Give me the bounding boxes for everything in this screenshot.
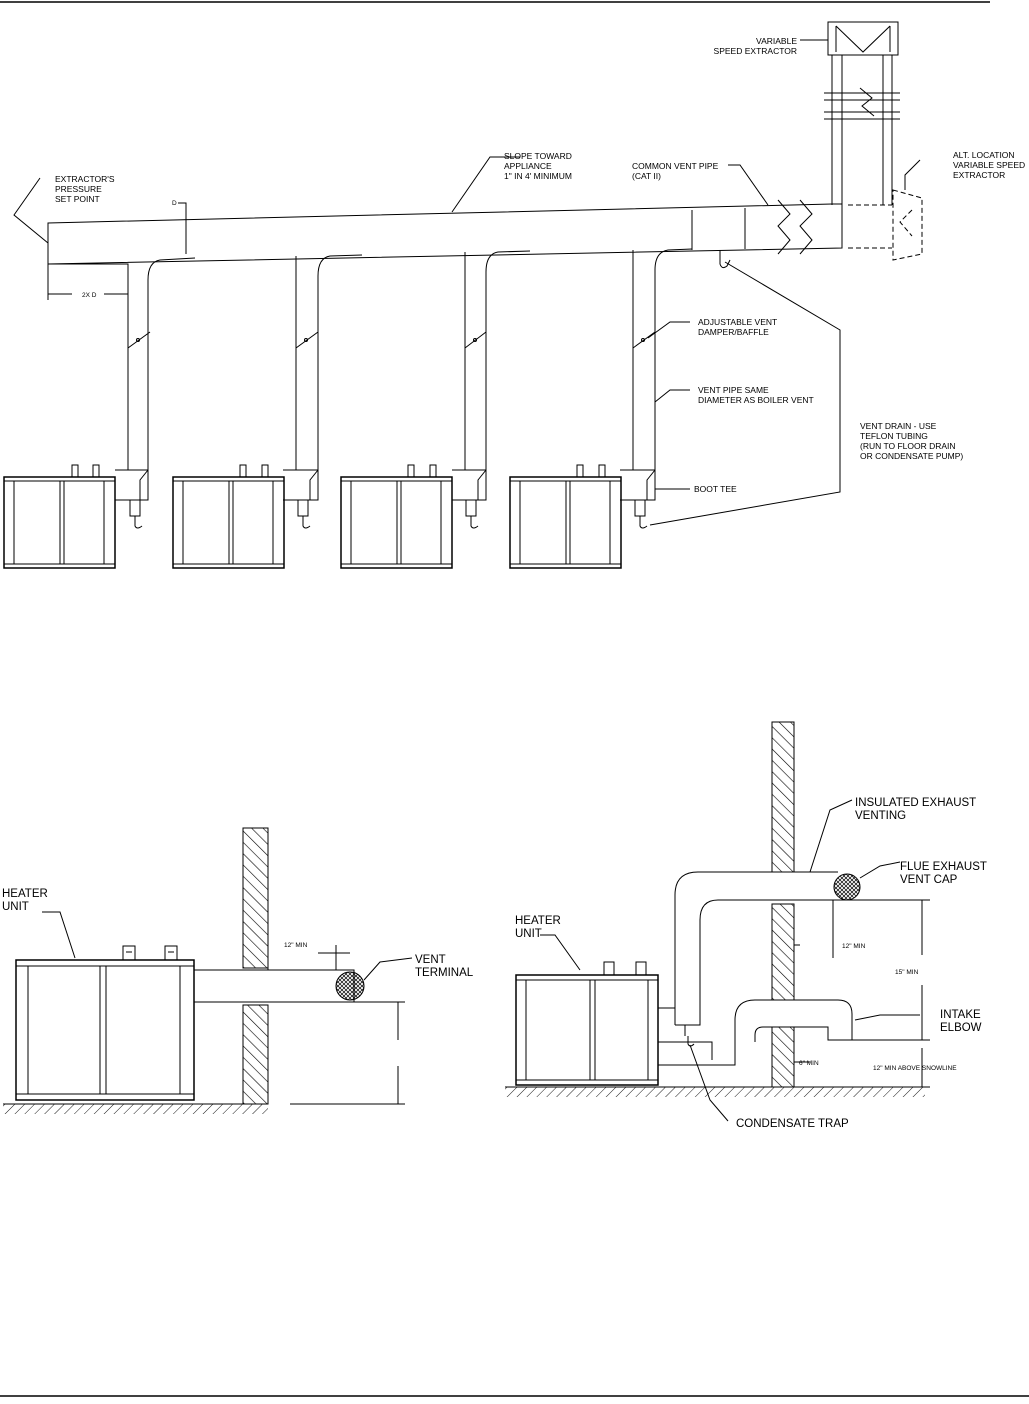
common-vent-pipe: [47, 199, 843, 265]
condensate-trap-label: CONDENSATE TRAP: [736, 1118, 849, 1130]
intake-pipe: [658, 999, 853, 1066]
heater-unit-4: [509, 464, 622, 569]
heater-unit-right: [515, 961, 659, 1086]
label-line: VARIABLE: [756, 36, 797, 46]
wall-upper-right: [771, 721, 795, 873]
heater-unit-3: [340, 464, 453, 569]
horizontal-vent-diagram: [3, 827, 413, 1114]
label-line: (CAT II): [632, 171, 661, 181]
label-line: VARIABLE SPEED: [953, 160, 1025, 170]
label-line: ADJUSTABLE VENT: [698, 317, 777, 327]
heater-unit-1: [3, 464, 116, 569]
ground-hatch: [3, 1104, 268, 1114]
insulated-exhaust-pipe: [674, 871, 838, 1025]
label-line: FLUE EXHAUST: [900, 861, 987, 873]
wall-upper: [242, 827, 269, 969]
label-line: DAMPER/BAFFLE: [698, 327, 769, 337]
wall-lower: [242, 1004, 269, 1105]
appliance-vent-3: [464, 250, 531, 500]
label-line: OR CONDENSATE PUMP): [860, 451, 963, 461]
six-min-label: 6" MIN: [799, 1060, 819, 1067]
vent-terminal-icon: [335, 971, 365, 1001]
vent-drain-trap-icon: [719, 250, 731, 269]
label-line: PRESSURE: [55, 184, 102, 194]
label-line: EXTRACTOR'S: [55, 174, 115, 184]
alt-extractor-icon: [848, 189, 923, 261]
label-line: VENT PIPE SAME: [698, 385, 769, 395]
flue-vent-cap-icon: [833, 873, 861, 901]
label-line: SLOPE TOWARD: [504, 151, 572, 161]
label-line: 1" IN 4' MINIMUM: [504, 171, 572, 181]
through-wall-vent-diagram: [505, 721, 930, 1122]
label-line: ELBOW: [940, 1022, 982, 1034]
label-line: INSULATED EXHAUST: [855, 797, 976, 809]
label-line: EXTRACTOR: [953, 170, 1005, 180]
appliance-vent-2: [295, 254, 363, 500]
fifteen-min-label: 15" MIN: [895, 969, 919, 976]
label-line: (RUN TO FLOOR DRAIN: [860, 441, 956, 451]
boot-tee-label: BOOT TEE: [694, 484, 737, 494]
common-vent-label: COMMON VENT PIPE(CAT II): [632, 161, 719, 181]
label-line: VENT DRAIN - USE: [860, 421, 937, 431]
vent-pipe-left: [193, 969, 355, 1003]
label-line: UNIT: [2, 901, 29, 913]
diameter-mark: D: [172, 200, 177, 207]
label-line: HEATER: [2, 888, 48, 900]
label-line: SPEED EXTRACTOR: [714, 46, 797, 56]
heater-units-top: [3, 464, 622, 569]
boot-tees: [115, 469, 656, 529]
label-line: VENT CAP: [900, 874, 958, 886]
label-line: INTAKE: [940, 1009, 981, 1021]
two-x-d-label: 2X D: [82, 292, 97, 299]
label-line: VENTING: [855, 810, 906, 822]
extractor-stack: [824, 55, 900, 205]
label-line: SET POINT: [55, 194, 100, 204]
label-line: VENT: [415, 954, 446, 966]
wall-middle-right: [771, 903, 795, 1001]
label-line: HEATER: [515, 915, 561, 927]
above-snowline-label: 12" MIN ABOVE SNOWLINE: [873, 1065, 957, 1072]
wall-lower-right: [771, 1026, 795, 1088]
label-line: ALT. LOCATION: [953, 150, 1015, 160]
label-line: DIAMETER AS BOILER VENT: [698, 395, 814, 405]
heater-unit-left: [15, 945, 195, 1101]
label-line: TERMINAL: [415, 967, 474, 979]
common-venting-diagram: [3, 21, 923, 569]
label-line: TEFLON TUBING: [860, 431, 928, 441]
twelve-min-right-label: 12" MIN: [842, 943, 866, 950]
appliance-vent-4: [632, 248, 693, 500]
twelve-min-left-label: 12" MIN: [284, 942, 308, 949]
heater-unit-2: [172, 464, 285, 569]
label-line: UNIT: [515, 928, 542, 940]
label-line: COMMON VENT PIPE: [632, 161, 719, 171]
variable-speed-extractor-icon: [827, 21, 899, 56]
label-line: APPLIANCE: [504, 161, 552, 171]
ground-hatch-right: [505, 1087, 925, 1097]
